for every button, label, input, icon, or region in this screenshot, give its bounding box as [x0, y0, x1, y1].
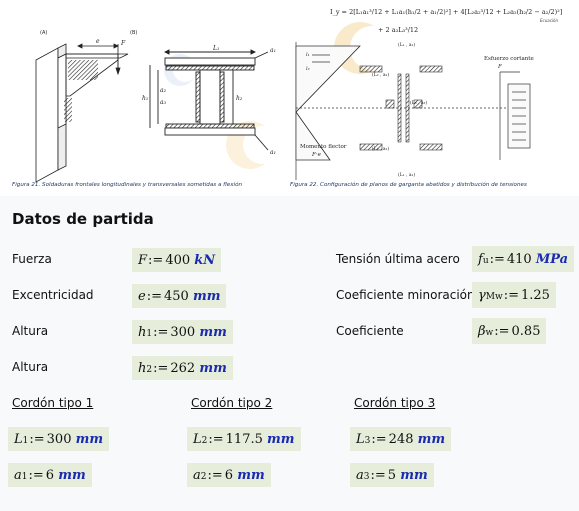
- input-fuerza[interactable]: F:=400 kN: [132, 248, 222, 272]
- label-altura-h2: Altura: [12, 360, 49, 374]
- label-h2: h₂: [236, 95, 243, 102]
- label-a3: a₃: [160, 99, 167, 106]
- label-h1: h₁: [142, 95, 148, 102]
- cordon-tipo-3-title: Cordón tipo 3: [354, 396, 436, 410]
- cordon-tipo-1-title: Cordón tipo 1: [12, 396, 94, 410]
- panel-b-label: (B): [130, 30, 137, 36]
- i-section-drawing: [149, 49, 269, 151]
- formula-block: I_y = 2[L₁a₁³/12 + L₁a₁(h₁/2 + a₁/2)²] +…: [330, 8, 562, 34]
- pair-L1a1-bottom: (L₁ , a₁): [398, 171, 415, 178]
- label-e: e: [96, 38, 100, 45]
- watermark-logo: [164, 22, 394, 169]
- label-a1-top: a₁: [270, 47, 276, 54]
- formula-iy-2: + 2 a₃L₃³/12: [378, 26, 418, 34]
- formula-iy: I_y = 2[L₁a₁³/12 + L₁a₁(h₁/2 + a₁/2)²] +…: [330, 8, 562, 16]
- pair-L3a3: (L₃ , a₃): [410, 99, 427, 106]
- input-excentricidad[interactable]: e:=450 mm: [132, 284, 227, 308]
- label-a2: a₂: [160, 87, 167, 94]
- label-l2: l₂: [306, 66, 310, 72]
- figure-22-caption: Figura 22. Configuración de planos de ga…: [290, 182, 527, 188]
- pair-L2a2-top: (L₂ , a₂): [372, 71, 389, 78]
- shear-label: Esfuerzo cortante: [484, 56, 534, 62]
- equation-label: Ecuación: [540, 18, 558, 23]
- label-coeficiente: Coeficiente: [336, 324, 404, 338]
- pair-L1a1-top: (L₁ , a₁): [398, 41, 415, 48]
- panel-a-label: (A): [40, 30, 47, 36]
- moment-Fe-label: F·e: [311, 152, 322, 158]
- label-tension-ultima: Tensión última acero: [336, 252, 460, 266]
- label-altura-h1: Altura: [12, 324, 49, 338]
- label-F: F: [120, 40, 126, 47]
- bracket-drawing: [35, 43, 129, 183]
- worksheet: Datos de partida Fuerza F:=400 kN Excent…: [0, 196, 579, 511]
- pair-L2a2-bottom: (L₂ , a₂): [372, 145, 389, 152]
- moment-diagram: [295, 42, 520, 180]
- shear-diagram: [499, 71, 531, 160]
- throat-planes: [359, 65, 443, 151]
- label-fuerza: Fuerza: [12, 252, 52, 266]
- label-a1-bottom: a₁: [270, 149, 276, 156]
- section-title: Datos de partida: [12, 210, 154, 228]
- figures-image: (A) e F (B): [35, 8, 562, 183]
- figure-21-caption: Figura 21. Soldaduras frontales longitud…: [12, 182, 243, 188]
- label-l1: l₁: [306, 52, 310, 58]
- shear-F-label: F: [497, 64, 502, 70]
- cordon-tipo-2-title: Cordón tipo 2: [191, 396, 273, 410]
- figure-strip: (A) e F (B): [0, 0, 568, 196]
- label-L1: L₁: [212, 45, 219, 52]
- label-coef-minoracion: Coeficiente minoración: [336, 288, 475, 302]
- moment-label: Momento flector: [300, 144, 347, 150]
- label-excentricidad: Excentricidad: [12, 288, 94, 302]
